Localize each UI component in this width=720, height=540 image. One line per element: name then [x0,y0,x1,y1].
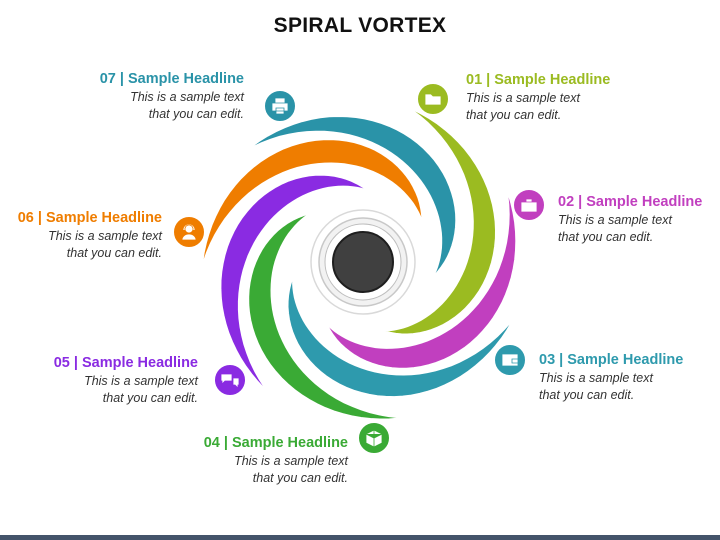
item-05-label: 05 | Sample Headline This is a sample te… [0,353,198,407]
page-title: SPIRAL VORTEX [273,14,447,37]
item-04-headline: 04 | Sample Headline [203,435,348,451]
user-support-icon [172,215,206,249]
item-03-headline: 03 | Sample Headline [539,352,684,368]
item-04-label: 04 | Sample Headline This is a sample te… [108,433,348,487]
item-06-label: 06 | Sample Headline This is a sample te… [0,208,162,262]
spiral-arm-06 [201,138,425,263]
item-02-headline: 02 | Sample Headline [558,194,703,210]
folder-icon [416,82,450,116]
item-07-label: 07 | Sample Headline This is a sample te… [4,69,244,123]
item-01-label: 01 | Sample Headline This is a sample te… [466,70,706,124]
item-02-label: 02 | Sample Headline This is a sample te… [558,192,720,246]
item-07-headline: 07 | Sample Headline [99,71,244,87]
wallet-icon [493,343,527,377]
item-03-label: 03 | Sample Headline This is a sample te… [539,350,720,404]
spiral-arm-03 [286,253,514,399]
spiral-arm-05 [219,173,388,391]
chat-icon [213,363,247,397]
item-01-headline: 01 | Sample Headline [466,72,611,88]
spiral-arm-02 [315,192,518,370]
box-icon [357,421,391,455]
spiral-arm-04 [247,207,401,421]
item-06-headline: 06 | Sample Headline [17,210,162,226]
spiral-arm-01 [358,107,498,336]
item-05-headline: 05 | Sample Headline [53,355,198,371]
printer-icon [263,89,297,123]
center-hub [310,209,416,315]
spiral-arm-07 [249,114,458,295]
briefcase-icon [512,188,546,222]
footer-bar [0,535,720,540]
